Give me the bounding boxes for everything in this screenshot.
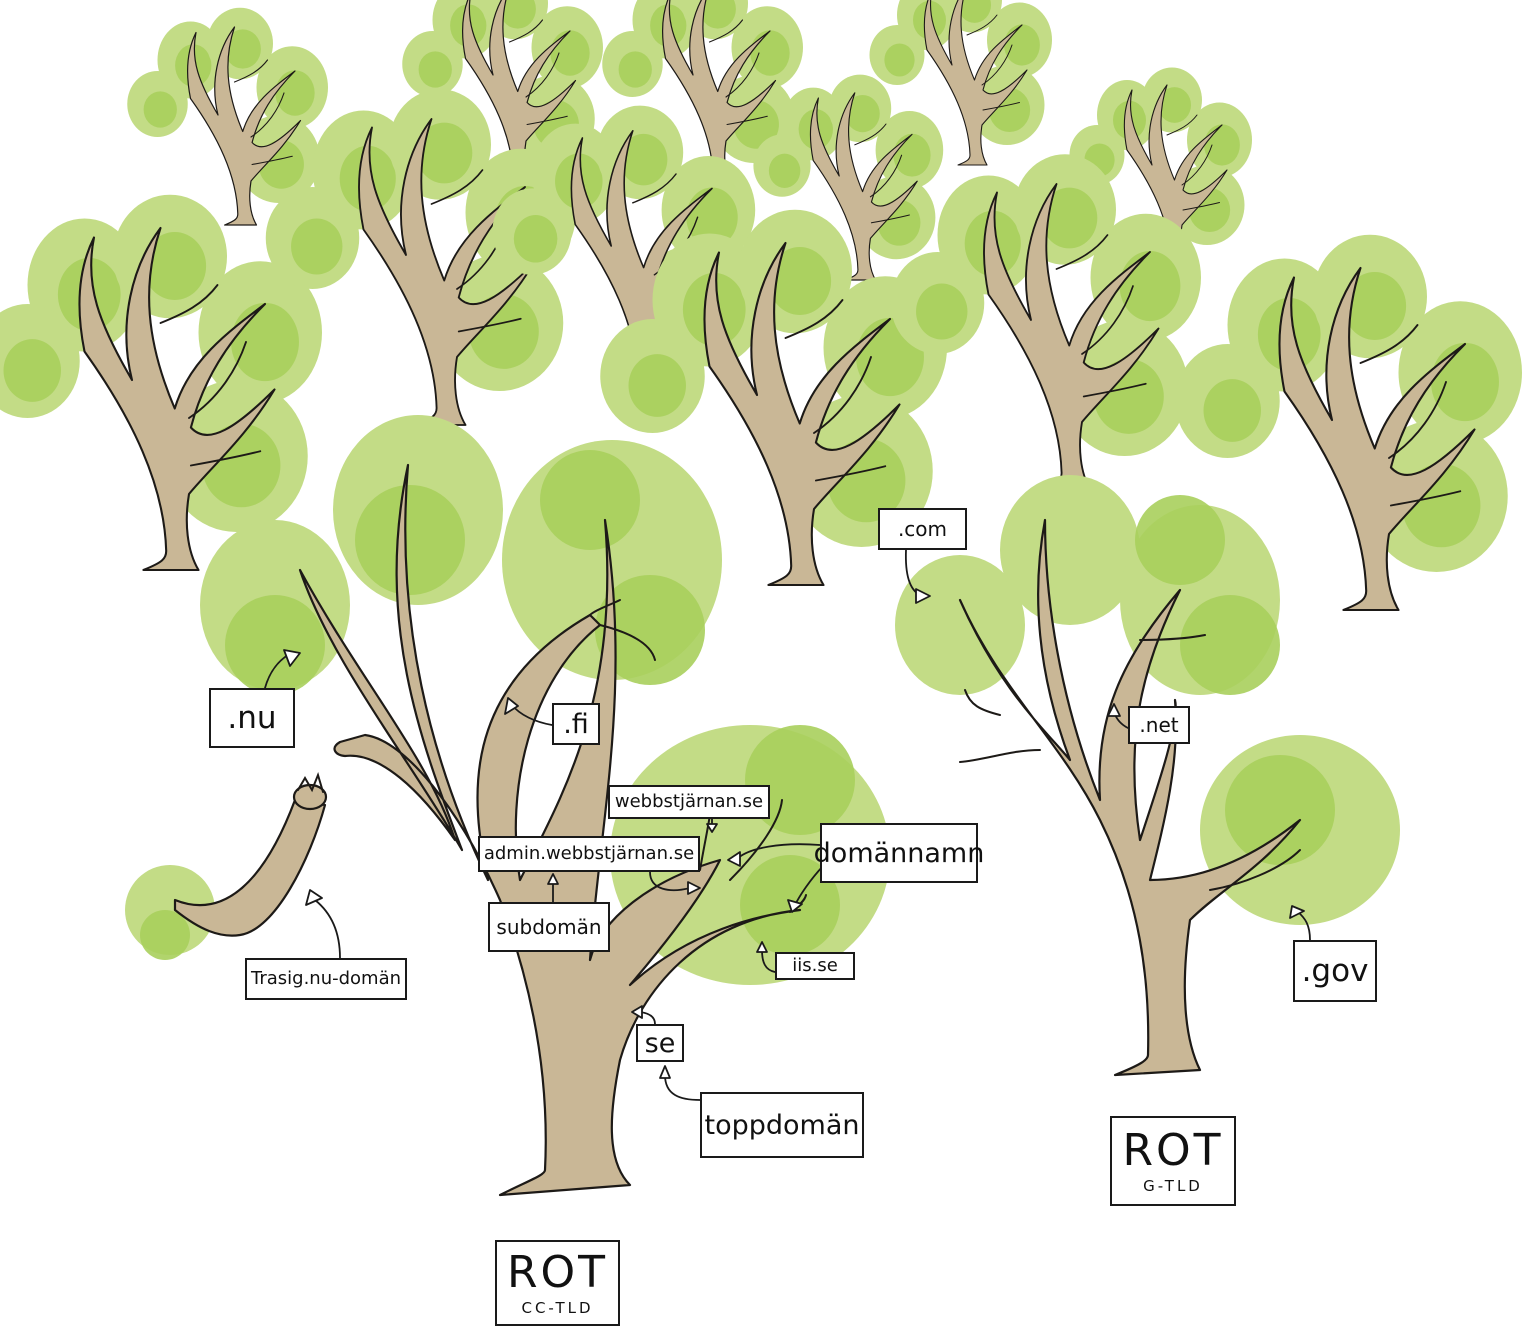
background-tree xyxy=(869,0,1052,166)
label-nu: .nu xyxy=(209,688,295,748)
root-box-gtld: ROT G-TLD xyxy=(1110,1116,1236,1206)
root-subtitle-cctld: CC-TLD xyxy=(521,1298,594,1317)
label-admin-webbstjarnan: admin.webbstjärnan.se xyxy=(478,836,700,872)
root-box-cctld: ROT CC-TLD xyxy=(495,1240,620,1326)
gtld-trunk xyxy=(958,518,1302,1077)
label-net: .net xyxy=(1128,706,1190,744)
label-com: .com xyxy=(878,508,967,550)
label-domannamn: domännamn xyxy=(814,823,984,883)
root-title-gtld: ROT xyxy=(1122,1124,1224,1176)
label-toppdoman: toppdomän xyxy=(700,1092,864,1158)
background-tree xyxy=(0,194,322,572)
label-trasig-nu-doman: Trasig.nu-domän xyxy=(245,958,407,1000)
background-tree xyxy=(1175,234,1522,612)
label-fi: .fi xyxy=(552,703,600,745)
broken-branch xyxy=(125,771,328,960)
background-tree xyxy=(890,154,1201,491)
label-iis-se: iis.se xyxy=(775,952,855,980)
background-tree xyxy=(265,89,576,426)
root-subtitle-gtld: G-TLD xyxy=(1143,1176,1203,1195)
label-gov: .gov xyxy=(1293,940,1377,1002)
background-tree xyxy=(753,74,944,281)
gtld-tree xyxy=(895,475,1400,1077)
label-webbstjarnan: webbstjärnan.se xyxy=(608,785,770,819)
background-tree xyxy=(127,7,328,226)
cctld-trunk xyxy=(298,463,802,1197)
background-tree xyxy=(1069,67,1252,266)
background-tree xyxy=(602,0,803,186)
cctld-tree xyxy=(125,415,890,1197)
root-title-cctld: ROT xyxy=(506,1246,609,1298)
label-subdoman: subdomän xyxy=(488,902,610,952)
connector-arrows xyxy=(264,549,1311,1101)
label-se: se xyxy=(636,1024,684,1062)
background-forest xyxy=(0,0,1522,612)
